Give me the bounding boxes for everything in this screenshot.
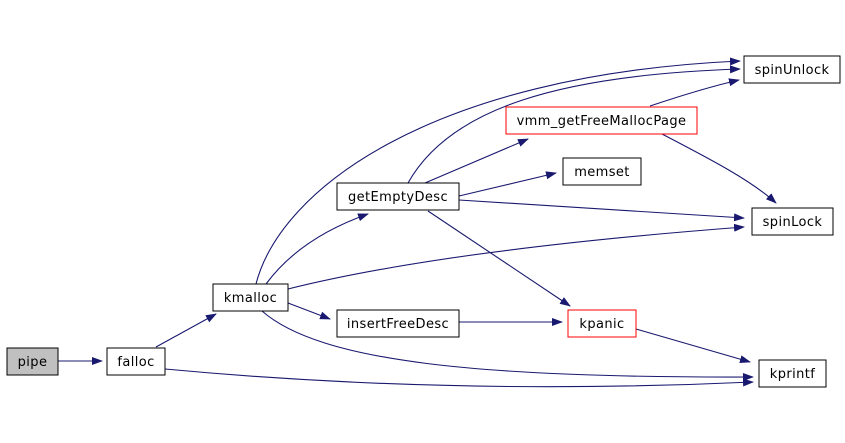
node-box-spinUnlock[interactable]	[743, 55, 841, 84]
edge-getEmptyDesc-to-spinLock	[458, 199, 745, 222]
edge-vmm_getFreeMallocPage-to-spinLock	[661, 133, 777, 204]
node-box-vmm_getFreeMallocPage[interactable]	[505, 106, 698, 135]
node-box-insertFreeDesc[interactable]	[336, 309, 460, 338]
edge-vmm_getFreeMallocPage-to-spinUnlock	[649, 78, 740, 107]
node-label-spinLock: spinLock	[763, 215, 823, 230]
node-spinLock[interactable]: spinLock	[751, 207, 834, 236]
node-label-vmm_getFreeMallocPage: vmm_getFreeMallocPage	[517, 114, 687, 129]
node-kmalloc[interactable]: kmalloc	[212, 283, 289, 312]
node-label-falloc: falloc	[117, 355, 154, 370]
node-box-pipe	[6, 347, 59, 376]
node-pipe: pipe	[6, 347, 59, 376]
node-spinUnlock[interactable]: spinUnlock	[743, 55, 841, 84]
node-vmm_getFreeMallocPage[interactable]: vmm_getFreeMallocPage	[505, 106, 698, 135]
edge-falloc-to-kmalloc	[155, 313, 217, 348]
node-box-kprintf[interactable]	[758, 359, 827, 388]
node-kprintf[interactable]: kprintf	[758, 359, 827, 388]
nodes-layer: pipe falloc kmalloc insertFreeDesc getEmptyD…	[6, 55, 841, 388]
node-box-kpanic[interactable]	[567, 309, 637, 338]
node-label-pipe: pipe	[18, 355, 48, 370]
edge-getEmptyDesc-to-vmm_getFreeMallocPage	[424, 138, 529, 184]
node-getEmptyDesc[interactable]: getEmptyDesc	[336, 182, 460, 211]
node-box-kmalloc[interactable]	[212, 283, 289, 312]
node-box-getEmptyDesc[interactable]	[336, 182, 460, 211]
node-label-getEmptyDesc: getEmptyDesc	[348, 190, 448, 205]
edge-getEmptyDesc-to-spinUnlock	[407, 65, 741, 184]
node-label-spinUnlock: spinUnlock	[755, 63, 830, 78]
edges-layer	[58, 57, 777, 388]
node-box-spinLock[interactable]	[751, 207, 834, 236]
edge-kmalloc-to-kprintf	[261, 310, 754, 382]
node-box-falloc[interactable]	[106, 347, 166, 376]
node-label-kpanic: kpanic	[579, 317, 624, 332]
node-memset[interactable]: memset	[562, 157, 642, 186]
node-falloc[interactable]: falloc	[106, 347, 166, 376]
edge-kmalloc-to-spinLock	[287, 223, 745, 290]
edge-kmalloc-to-insertFreeDesc	[287, 302, 331, 320]
node-label-insertFreeDesc: insertFreeDesc	[347, 317, 449, 332]
node-label-kprintf: kprintf	[770, 367, 815, 382]
node-label-kmalloc: kmalloc	[224, 291, 277, 306]
edge-falloc-to-kprintf	[164, 368, 754, 388]
node-kpanic[interactable]: kpanic	[567, 309, 637, 338]
node-label-memset: memset	[574, 165, 630, 180]
edge-kmalloc-to-spinUnlock	[255, 57, 741, 285]
edge-kpanic-to-kprintf	[635, 328, 751, 364]
node-insertFreeDesc[interactable]: insertFreeDesc	[336, 309, 460, 338]
edge-getEmptyDesc-to-kpanic	[427, 210, 571, 307]
edge-kmalloc-to-getEmptyDesc	[265, 213, 369, 285]
edge-getEmptyDesc-to-memset	[458, 171, 557, 197]
node-box-memset[interactable]	[562, 157, 642, 186]
